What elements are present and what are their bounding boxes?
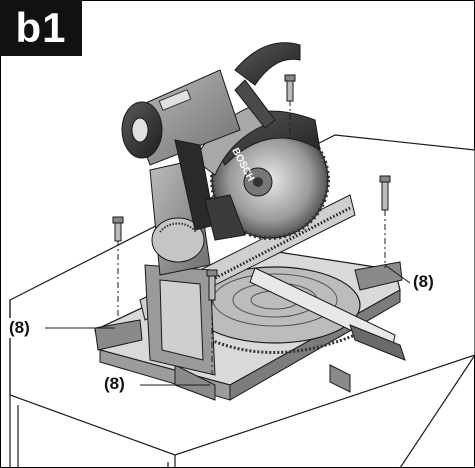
mounting-screw-left (112, 216, 124, 320)
callout-screw-right: (8) (412, 272, 435, 292)
saw-clamp (174, 139, 246, 241)
saw-side-frame (144, 264, 216, 376)
mounting-screw-front (206, 269, 218, 375)
callout-screw-front: (8) (103, 374, 126, 394)
mounting-screw-top (284, 74, 296, 140)
mounting-feet (94, 261, 403, 401)
saw-motor (121, 69, 241, 166)
callout-screw-left: (8) (8, 318, 31, 338)
figure-badge: b1 (0, 0, 82, 56)
mounting-screw-right (379, 175, 391, 268)
saw-handle (234, 42, 301, 129)
callout-leaders (45, 264, 411, 386)
